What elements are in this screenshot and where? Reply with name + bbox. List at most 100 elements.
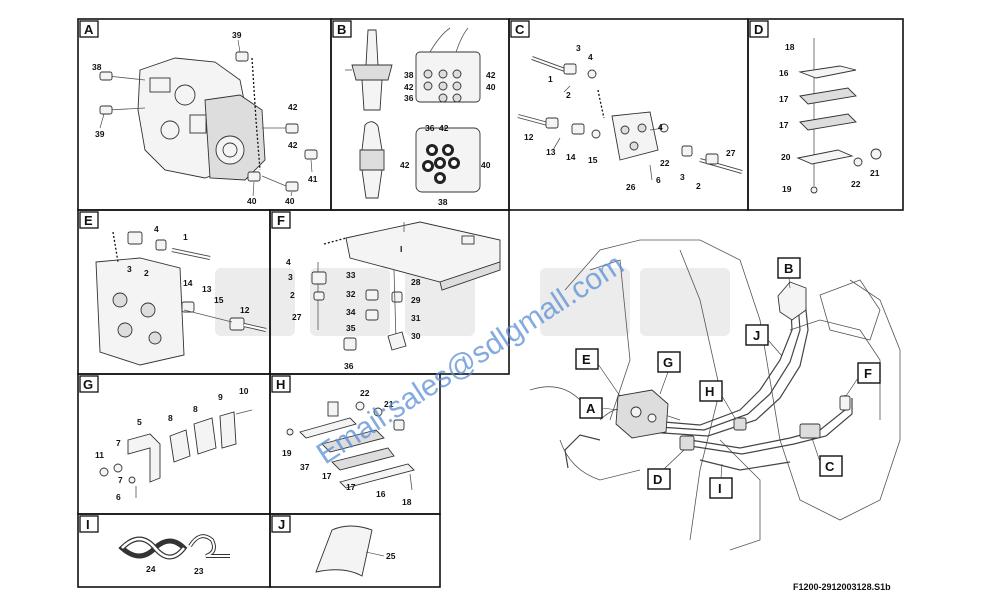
svg-text:13: 13 xyxy=(546,147,556,157)
panel-H-illustration xyxy=(286,401,415,491)
svg-text:13: 13 xyxy=(202,284,212,294)
overview-callout-E: E xyxy=(575,348,621,397)
svg-text:3: 3 xyxy=(576,43,581,53)
svg-text:H: H xyxy=(276,377,285,392)
svg-text:D: D xyxy=(754,22,763,37)
panel-tag-A: A xyxy=(79,20,99,38)
svg-text:19: 19 xyxy=(282,448,292,458)
svg-text:20: 20 xyxy=(781,152,791,162)
svg-text:22: 22 xyxy=(851,179,861,189)
panel-F-illustration xyxy=(311,221,501,351)
svg-text:12: 12 xyxy=(524,132,534,142)
overview-callout-B: B xyxy=(777,257,801,289)
svg-text:14: 14 xyxy=(183,278,193,288)
svg-text:42: 42 xyxy=(400,160,410,170)
svg-text:4: 4 xyxy=(286,257,291,267)
svg-text:I: I xyxy=(400,244,402,254)
svg-text:17: 17 xyxy=(779,94,789,104)
svg-text:32: 32 xyxy=(346,289,356,299)
svg-text:J: J xyxy=(278,517,285,532)
svg-text:16: 16 xyxy=(376,489,386,499)
panel-tag-G: G xyxy=(79,375,99,393)
svg-text:34: 34 xyxy=(346,307,356,317)
panel-I-labels: 24 23 xyxy=(146,564,204,576)
svg-text:1: 1 xyxy=(548,74,553,84)
svg-text:42: 42 xyxy=(404,82,414,92)
svg-text:C: C xyxy=(825,459,835,474)
svg-text:1: 1 xyxy=(183,232,188,242)
svg-text:40: 40 xyxy=(285,196,295,206)
reference-code: F1200-2912003128.S1b xyxy=(793,582,891,592)
overview-callout-D: D xyxy=(647,449,685,490)
svg-text:22: 22 xyxy=(660,158,670,168)
svg-text:42: 42 xyxy=(486,70,496,80)
svg-text:I: I xyxy=(86,517,90,532)
panel-tag-E: E xyxy=(79,211,99,229)
svg-text:16: 16 xyxy=(779,68,789,78)
panel-tag-H: H xyxy=(271,375,291,393)
svg-text:2: 2 xyxy=(696,181,701,191)
panel-G-labels: 10 9 8 8 5 7 11 7 6 xyxy=(95,386,249,502)
svg-text:19: 19 xyxy=(782,184,792,194)
svg-text:6: 6 xyxy=(656,175,661,185)
panel-B-labels: 38 42 42 40 36 36 42 42 40 38 xyxy=(400,70,496,207)
svg-text:39: 39 xyxy=(95,129,105,139)
svg-text:8: 8 xyxy=(168,413,173,423)
svg-text:24: 24 xyxy=(146,564,156,574)
svg-text:17: 17 xyxy=(322,471,332,481)
svg-text:23: 23 xyxy=(194,566,204,576)
svg-text:6: 6 xyxy=(116,492,121,502)
panel-C-illustration xyxy=(517,56,743,181)
svg-text:17: 17 xyxy=(346,482,356,492)
svg-text:17: 17 xyxy=(779,120,789,130)
svg-text:38: 38 xyxy=(92,62,102,72)
panel-I-illustration xyxy=(118,534,230,560)
panel-B-illustration xyxy=(345,27,481,199)
svg-text:42: 42 xyxy=(288,140,298,150)
svg-text:31: 31 xyxy=(411,313,421,323)
svg-text:G: G xyxy=(663,355,673,370)
svg-text:3: 3 xyxy=(288,272,293,282)
panel-C-labels: 3 4 1 2 12 13 14 15 4 22 26 6 3 2 27 xyxy=(524,43,736,192)
svg-text:7: 7 xyxy=(116,438,121,448)
svg-text:A: A xyxy=(586,401,596,416)
svg-text:4: 4 xyxy=(658,122,663,132)
svg-text:26: 26 xyxy=(626,182,636,192)
overview-callout-A: A xyxy=(579,397,619,419)
svg-text:40: 40 xyxy=(247,196,257,206)
svg-text:14: 14 xyxy=(566,152,576,162)
svg-text:4: 4 xyxy=(154,224,159,234)
svg-text:9: 9 xyxy=(218,392,223,402)
svg-text:10: 10 xyxy=(239,386,249,396)
panel-J-labels: 25 xyxy=(386,551,396,561)
panel-E-labels: 4 1 3 2 14 13 15 12 xyxy=(127,224,250,315)
svg-text:3: 3 xyxy=(680,172,685,182)
svg-text:18: 18 xyxy=(785,42,795,52)
svg-text:27: 27 xyxy=(726,148,736,158)
panel-D-labels: 18 16 17 17 20 22 21 19 xyxy=(779,42,880,194)
panel-A-illustration xyxy=(99,51,318,192)
svg-text:36: 36 xyxy=(344,361,354,371)
panel-tag-C: C xyxy=(510,20,530,38)
svg-text:E: E xyxy=(84,213,93,228)
svg-text:F: F xyxy=(277,213,285,228)
svg-text:38: 38 xyxy=(438,197,448,207)
svg-text:H: H xyxy=(705,384,714,399)
svg-text:25: 25 xyxy=(386,551,396,561)
svg-text:36: 36 xyxy=(425,123,435,133)
svg-text:F: F xyxy=(864,366,872,381)
panel-F-labels: I 4 33 3 28 2 32 29 27 34 31 35 30 36 xyxy=(286,244,421,371)
overview-callout-G: G xyxy=(657,351,681,395)
panel-tag-I: I xyxy=(79,515,99,533)
panel-frames xyxy=(77,18,904,588)
svg-text:40: 40 xyxy=(486,82,496,92)
svg-text:E: E xyxy=(582,352,591,367)
svg-text:8: 8 xyxy=(193,404,198,414)
svg-text:2: 2 xyxy=(144,268,149,278)
svg-text:22: 22 xyxy=(360,388,370,398)
svg-text:J: J xyxy=(753,328,760,343)
svg-text:B: B xyxy=(784,261,793,276)
svg-text:15: 15 xyxy=(588,155,598,165)
panel-J-illustration xyxy=(315,525,385,577)
